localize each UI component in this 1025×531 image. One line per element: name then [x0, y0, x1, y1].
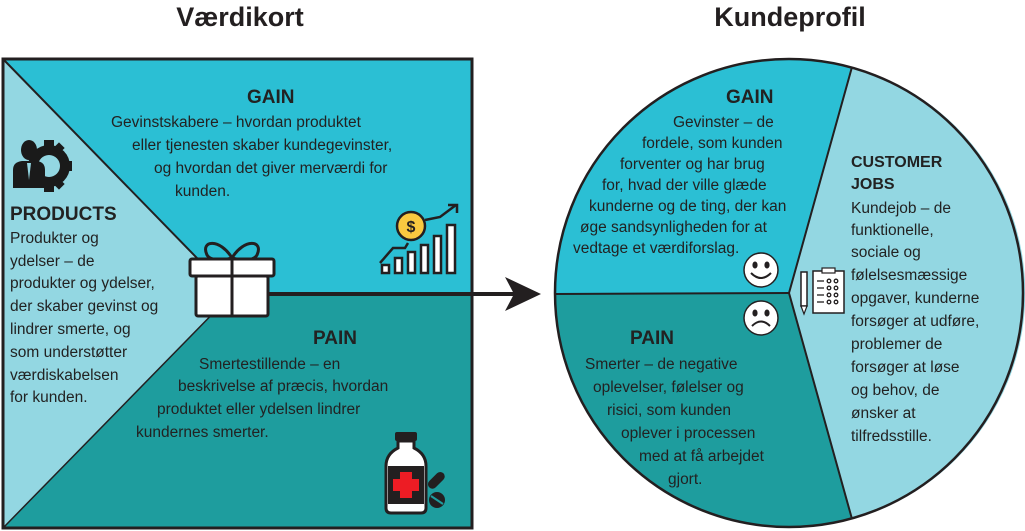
text-line: oplevelser, følelser og [593, 379, 744, 396]
text-line: Gevinstskabere – hvordan produktet [111, 114, 361, 131]
customer-pain-region [555, 293, 852, 528]
text-line: forsøger at løse [851, 359, 960, 376]
value-map-title: Værdikort [176, 2, 304, 32]
heading-line: CUSTOMER [851, 154, 943, 171]
value-map-gain-region [3, 59, 472, 294]
text-line: sociale og [851, 244, 921, 261]
smiley-happy-icon [743, 252, 779, 288]
text-line: opgaver, kunderne [851, 290, 980, 307]
smiley-sad-icon [743, 300, 779, 336]
text-line: lindrer smerte, og [10, 321, 131, 338]
text-line: øge sandsynligheden for at [580, 219, 767, 236]
text-line: ydelser – de [10, 253, 95, 270]
text-line: for, hvad der ville glæde [602, 177, 767, 194]
text-line: Produkter og [10, 230, 99, 247]
value-map-pain-heading: PAIN [313, 328, 357, 349]
customer-jobs-region [789, 67, 1025, 519]
text-line: vedtage et værdiforslag. [573, 240, 740, 257]
text-line: forsøger at udføre, [851, 313, 980, 330]
value-map-gain-heading: GAIN [247, 87, 295, 108]
svg-text:$: $ [407, 219, 416, 236]
text-line: eller tjenesten skaber kundegevinster, [132, 137, 393, 154]
heading-line: JOBS [851, 176, 895, 193]
text-line: der skaber gevinst og [10, 298, 159, 315]
text-line: kunderne og de ting, der kan [589, 198, 787, 215]
customer-profile-circle [553, 57, 1025, 529]
diagonal-divider-top [2, 58, 233, 295]
text-line: Smertestillende – en [199, 356, 341, 373]
text-line: tilfredsstille. [851, 428, 932, 445]
text-line: og behov, de [851, 382, 940, 399]
text-line: gjort. [668, 471, 703, 488]
value-map-products-heading: PRODUCTS [10, 204, 117, 225]
clipboard-pencil-icon [800, 267, 845, 316]
text-line: Kundejob – de [851, 200, 951, 217]
growth-chart-dollar-icon: $ [379, 203, 459, 275]
person-gear-icon [13, 140, 72, 192]
customer-profile-title: Kundeprofil [714, 2, 866, 32]
text-line: ønsker at [851, 405, 916, 422]
text-line: følelsesmæssige [851, 267, 968, 284]
text-line: forventer og har brug [620, 156, 765, 173]
text-line: kundernes smerter. [136, 424, 269, 441]
customer-gain-heading: GAIN [726, 87, 774, 108]
text-line: og hvordan det giver merværdi for [154, 160, 388, 177]
customer-pain-heading: PAIN [630, 328, 674, 349]
text-line: værdiskabelsen [10, 367, 119, 384]
value-map-pain-region [3, 294, 472, 528]
text-line: risici, som kunden [607, 402, 732, 419]
text-line: for kunden. [10, 389, 88, 406]
diagonal-divider-bottom [2, 293, 233, 529]
gift-box-icon [188, 241, 276, 318]
text-line: produktet eller ydelsen lindrer [157, 401, 361, 418]
text-line: Smerter – de negative [585, 356, 738, 373]
medicine-bottle-icon [384, 432, 445, 515]
customer-gain-region [554, 58, 852, 294]
text-line: produkter og ydelser, [10, 275, 155, 292]
text-line: som understøtter [10, 344, 128, 361]
text-line: fordele, som kunden [642, 135, 783, 152]
text-line: problemer de [851, 336, 943, 353]
connector-arrow [268, 277, 541, 311]
text-line: oplever i processen [621, 425, 756, 442]
text-line: med at få arbejdet [639, 448, 764, 465]
text-line: funktionelle, [851, 222, 934, 239]
text-line: kunden. [175, 183, 231, 200]
text-line: beskrivelse af præcis, hvordan [178, 378, 389, 395]
text-line: Gevinster – de [673, 114, 774, 131]
